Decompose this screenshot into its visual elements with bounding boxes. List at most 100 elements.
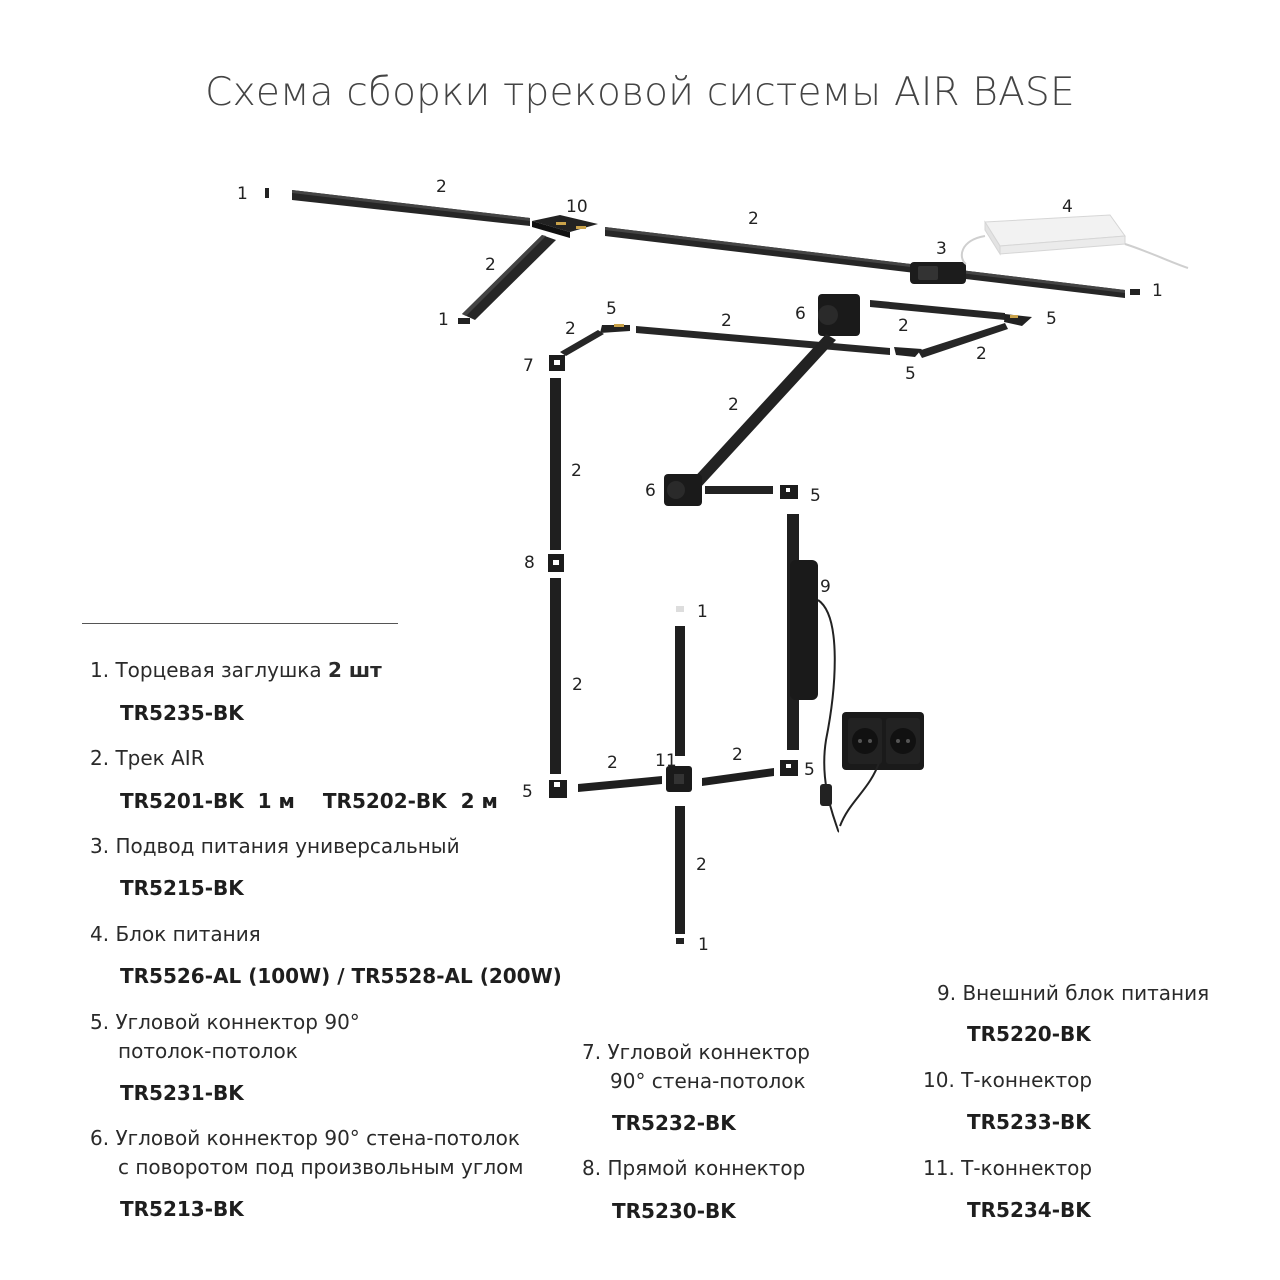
legend-qty: 2 шт — [327, 658, 382, 682]
label-corner-connector: 5 — [804, 760, 815, 780]
wall-corner-connector-7 — [549, 355, 565, 371]
power-feed-3 — [910, 262, 966, 284]
legend-code-4: TR5526-AL (100W) / TR5528-AL (200W) — [120, 964, 562, 988]
label-corner-connector: 5 — [905, 364, 916, 384]
label-track: 2 — [571, 461, 582, 481]
cross-connector-11 — [666, 766, 692, 792]
label-track: 2 — [976, 344, 987, 364]
legend-num: 7. — [582, 1040, 602, 1064]
vertical-track-left — [550, 378, 561, 774]
label-track: 2 — [436, 177, 447, 197]
legend-item-3: 3. Подвод питания универсальный — [90, 832, 460, 861]
legend-item-10: 10. Т-коннектор — [923, 1066, 1092, 1095]
label-track: 2 — [696, 855, 707, 875]
external-power-supply-9 — [790, 560, 840, 833]
vertical-tracks-center — [675, 606, 685, 944]
legend-code-2: TR5201-BK 1 м TR5202-BK 2 м — [120, 789, 498, 813]
label-external-psu: 9 — [820, 577, 831, 597]
legend-code-2b: TR5202-BK 2 м — [322, 789, 498, 813]
legend-name-line2: потолок-потолок — [118, 1039, 298, 1063]
legend-item-7: 7. Угловой коннектор 90° стена-потолок — [582, 1038, 810, 1096]
corner-connector-5-d — [549, 780, 567, 798]
legend-code-10: TR5233-BK — [967, 1110, 1091, 1134]
legend-code-11: TR5234-BK — [967, 1198, 1091, 1222]
label-corner-connector: 5 — [522, 782, 533, 802]
legend-name: Прямой коннектор — [607, 1156, 806, 1180]
legend-code-6: TR5213-BK — [120, 1197, 244, 1221]
label-track: 2 — [721, 311, 732, 331]
wall-ceiling-connector-6-b — [664, 474, 702, 506]
track-assembly-diagram: 1 2 10 2 4 3 1 2 1 5 2 2 6 2 5 7 2 5 2 2… — [237, 177, 1189, 955]
legend-num: 9. — [937, 981, 957, 1005]
legend-name: Т-коннектор — [961, 1068, 1093, 1092]
legend-name-line2: с поворотом под произвольным углом — [118, 1155, 524, 1179]
legend-num: 4. — [90, 922, 110, 946]
t-connector-10 — [532, 215, 598, 238]
corner-connector-5-a — [600, 324, 630, 333]
label-track: 2 — [607, 753, 618, 773]
label-power-feed: 3 — [936, 239, 947, 259]
legend-num: 11. — [923, 1156, 955, 1180]
legend-name: Угловой коннектор 90° — [115, 1010, 360, 1034]
corner-connector-5-b — [1004, 314, 1032, 326]
ceiling-track-left — [292, 190, 530, 226]
legend-num: 5. — [90, 1010, 110, 1034]
legend-code-7: TR5232-BK — [612, 1111, 736, 1135]
label-cross-connector: 11 — [655, 751, 677, 771]
bottom-horizontal-tracks — [578, 768, 774, 792]
label-corner-connector: 5 — [1046, 309, 1057, 329]
legend-name: Трек AIR — [115, 746, 205, 770]
label-end-cap: 1 — [438, 310, 449, 330]
legend-item-2: 2. Трек AIR — [90, 744, 205, 773]
corner-connector-5-e — [780, 760, 798, 776]
legend-item-1: 1. Торцевая заглушка 2 шт — [90, 656, 382, 685]
wall-ceiling-connector-6-a — [818, 294, 860, 336]
legend-item-6: 6. Угловой коннектор 90° стена-потолок с… — [90, 1124, 523, 1182]
legend-name-line2: 90° стена-потолок — [610, 1069, 806, 1093]
label-end-cap: 1 — [237, 184, 248, 204]
ceiling-track-right — [605, 227, 1125, 298]
label-track: 2 — [565, 319, 576, 339]
label-end-cap: 1 — [1152, 281, 1163, 301]
label-straight-connector: 8 — [524, 553, 535, 573]
legend-code-9: TR5220-BK — [967, 1022, 1091, 1046]
legend-code-1: TR5235-BK — [120, 701, 244, 725]
label-end-cap: 1 — [697, 602, 708, 622]
label-track: 2 — [748, 209, 759, 229]
label-track: 2 — [728, 395, 739, 415]
legend-name: Угловой коннектор — [607, 1040, 810, 1064]
legend-code-2a: TR5201-BK 1 м — [120, 789, 295, 813]
legend-name: Внешний блок питания — [962, 981, 1210, 1005]
label-corner-connector: 5 — [810, 486, 821, 506]
short-horizontal-track — [705, 485, 798, 499]
label-track: 2 — [485, 255, 496, 275]
legend-name: Блок питания — [115, 922, 261, 946]
legend-item-8: 8. Прямой коннектор — [582, 1154, 805, 1183]
legend-item-4: 4. Блок питания — [90, 920, 261, 949]
power-supply-4 — [960, 214, 1189, 269]
label-track: 2 — [898, 316, 909, 336]
diagonal-track-6 — [690, 334, 836, 488]
legend-code-5: TR5231-BK — [120, 1081, 244, 1105]
legend-num: 8. — [582, 1156, 602, 1180]
legend-code-8: TR5230-BK — [612, 1199, 736, 1223]
label-end-cap: 1 — [698, 935, 709, 955]
label-t-connector: 10 — [566, 197, 588, 217]
legend-num: 10. — [923, 1068, 955, 1092]
page-title: Схема сборки трековой системы AIR BASE — [205, 70, 1075, 115]
legend-name: Угловой коннектор 90° стена-потолок — [115, 1126, 520, 1150]
label-corner-connector: 5 — [606, 299, 617, 319]
label-power-supply: 4 — [1062, 197, 1073, 217]
straight-connector-8 — [548, 554, 564, 572]
legend-num: 6. — [90, 1126, 110, 1150]
legend-divider — [82, 623, 398, 624]
ceiling-track-diagonal — [462, 235, 556, 320]
legend-item-9: 9. Внешний блок питания — [937, 979, 1209, 1008]
legend-item-5: 5. Угловой коннектор 90° потолок-потолок — [90, 1008, 360, 1066]
label-wall-corner-connector: 7 — [523, 356, 534, 376]
legend-num: 3. — [90, 834, 110, 858]
legend-num: 2. — [90, 746, 110, 770]
label-wall-connector: 6 — [645, 481, 656, 501]
label-track: 2 — [732, 745, 743, 765]
label-wall-connector: 6 — [795, 304, 806, 324]
